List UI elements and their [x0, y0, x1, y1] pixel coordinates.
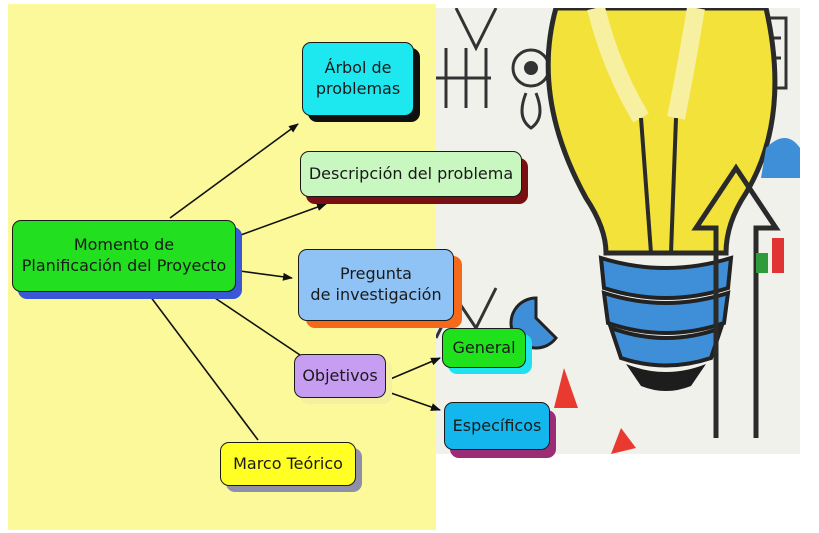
- edge-objetivos-to-especificos: [387, 391, 441, 411]
- connector-lines: [149, 123, 441, 441]
- light-bulb-sketch-icon: [436, 8, 800, 454]
- general-node: General: [442, 328, 526, 368]
- pregunta-de-investigacion-node: Pregunta de investigación: [298, 249, 454, 321]
- edge-root-to-marco: [149, 295, 259, 441]
- root-node: Momento de Planificación del Proyecto: [12, 220, 236, 292]
- edge-root-to-descripcion: [237, 203, 327, 237]
- descripcion-del-problema-node: Descripción del problema: [300, 151, 522, 197]
- edge-root-to-objetivos: [211, 295, 301, 356]
- marco-teorico-node: Marco Teórico: [220, 442, 356, 486]
- edge-objetivos-to-general: [387, 357, 441, 381]
- especificos-node: Específicos: [444, 402, 550, 450]
- arbol-de-problemas-node: Árbol de problemas: [302, 42, 414, 116]
- light-bulb-illustration: [436, 8, 800, 454]
- edge-root-to-arbol: [169, 123, 299, 219]
- objetivos-node: Objetivos: [294, 354, 386, 398]
- edge-root-to-pregunta: [239, 270, 293, 281]
